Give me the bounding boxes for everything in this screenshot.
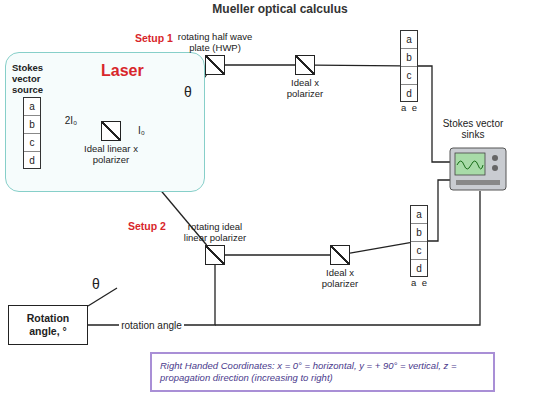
edge-label: 2I₀ — [63, 115, 80, 126]
waveplate-symbol: rotating half wave plate (HWP) — [205, 55, 225, 75]
node-text: rotating ideal linear polarizer — [177, 221, 253, 243]
connector — [350, 243, 410, 254]
angle-symbol: θ — [92, 276, 100, 292]
diagram-title: Mueller optical calculus — [190, 2, 370, 16]
stokes-vector: Stokes vector sourcea b c d — [23, 97, 41, 169]
intensity-label: I₀ — [138, 125, 145, 136]
node-text: a b c d — [415, 206, 423, 278]
node-text: Ideal linear x polarizer — [75, 143, 147, 165]
edge-label: rotation angle — [119, 320, 184, 331]
node-text: Laser — [101, 62, 144, 80]
node-subtext: e — [412, 102, 417, 113]
connector — [225, 254, 330, 255]
connector — [315, 64, 400, 66]
polarizer-symbol: Ideal x polarizer — [295, 55, 315, 75]
polarizer-symbol: Ideal x polarizer — [330, 245, 350, 265]
rotation-wire — [215, 191, 480, 325]
node-subtext: a — [401, 102, 406, 113]
stokes-vector: a b c dae — [410, 205, 428, 277]
polarizer-symbol: rotating ideal linear polarizer — [205, 245, 225, 265]
node-text: a b c d — [405, 31, 413, 103]
connector — [225, 64, 295, 65]
sink-wire — [428, 180, 450, 241]
connector — [88, 265, 215, 325]
rotation-box: Rotation angle, ° — [8, 305, 88, 345]
node-subtext: a b c d — [28, 98, 36, 170]
laser-box: LaserStokes vector sourcea b c dIdeal li… — [5, 52, 205, 192]
node-text: Ideal x polarizer — [309, 267, 371, 289]
node-text: Ideal x polarizer — [274, 77, 336, 99]
polarizer-symbol: Ideal linear x polarizer — [101, 121, 121, 141]
node-subtext: a — [411, 277, 416, 288]
node-subtext: e — [422, 277, 427, 288]
node-text: Rotation angle, ° — [15, 312, 81, 338]
node-text: rotating half wave plate (HWP) — [177, 31, 253, 53]
sink-label: Stokes vector sinks — [442, 118, 504, 140]
angle-symbol: θ — [184, 84, 192, 100]
oscilloscope-icon — [450, 148, 506, 190]
stokes-vector: a b c dae — [400, 30, 418, 102]
setup-label: Setup 1 — [135, 32, 173, 44]
node-text: Stokes vector source — [12, 62, 70, 95]
node-text: Right Handed Coordinates: x = 0° = horiz… — [160, 360, 485, 384]
sink-wire — [418, 66, 450, 162]
setup-label: Setup 2 — [128, 220, 166, 232]
coordinates-note: Right Handed Coordinates: x = 0° = horiz… — [150, 352, 495, 392]
